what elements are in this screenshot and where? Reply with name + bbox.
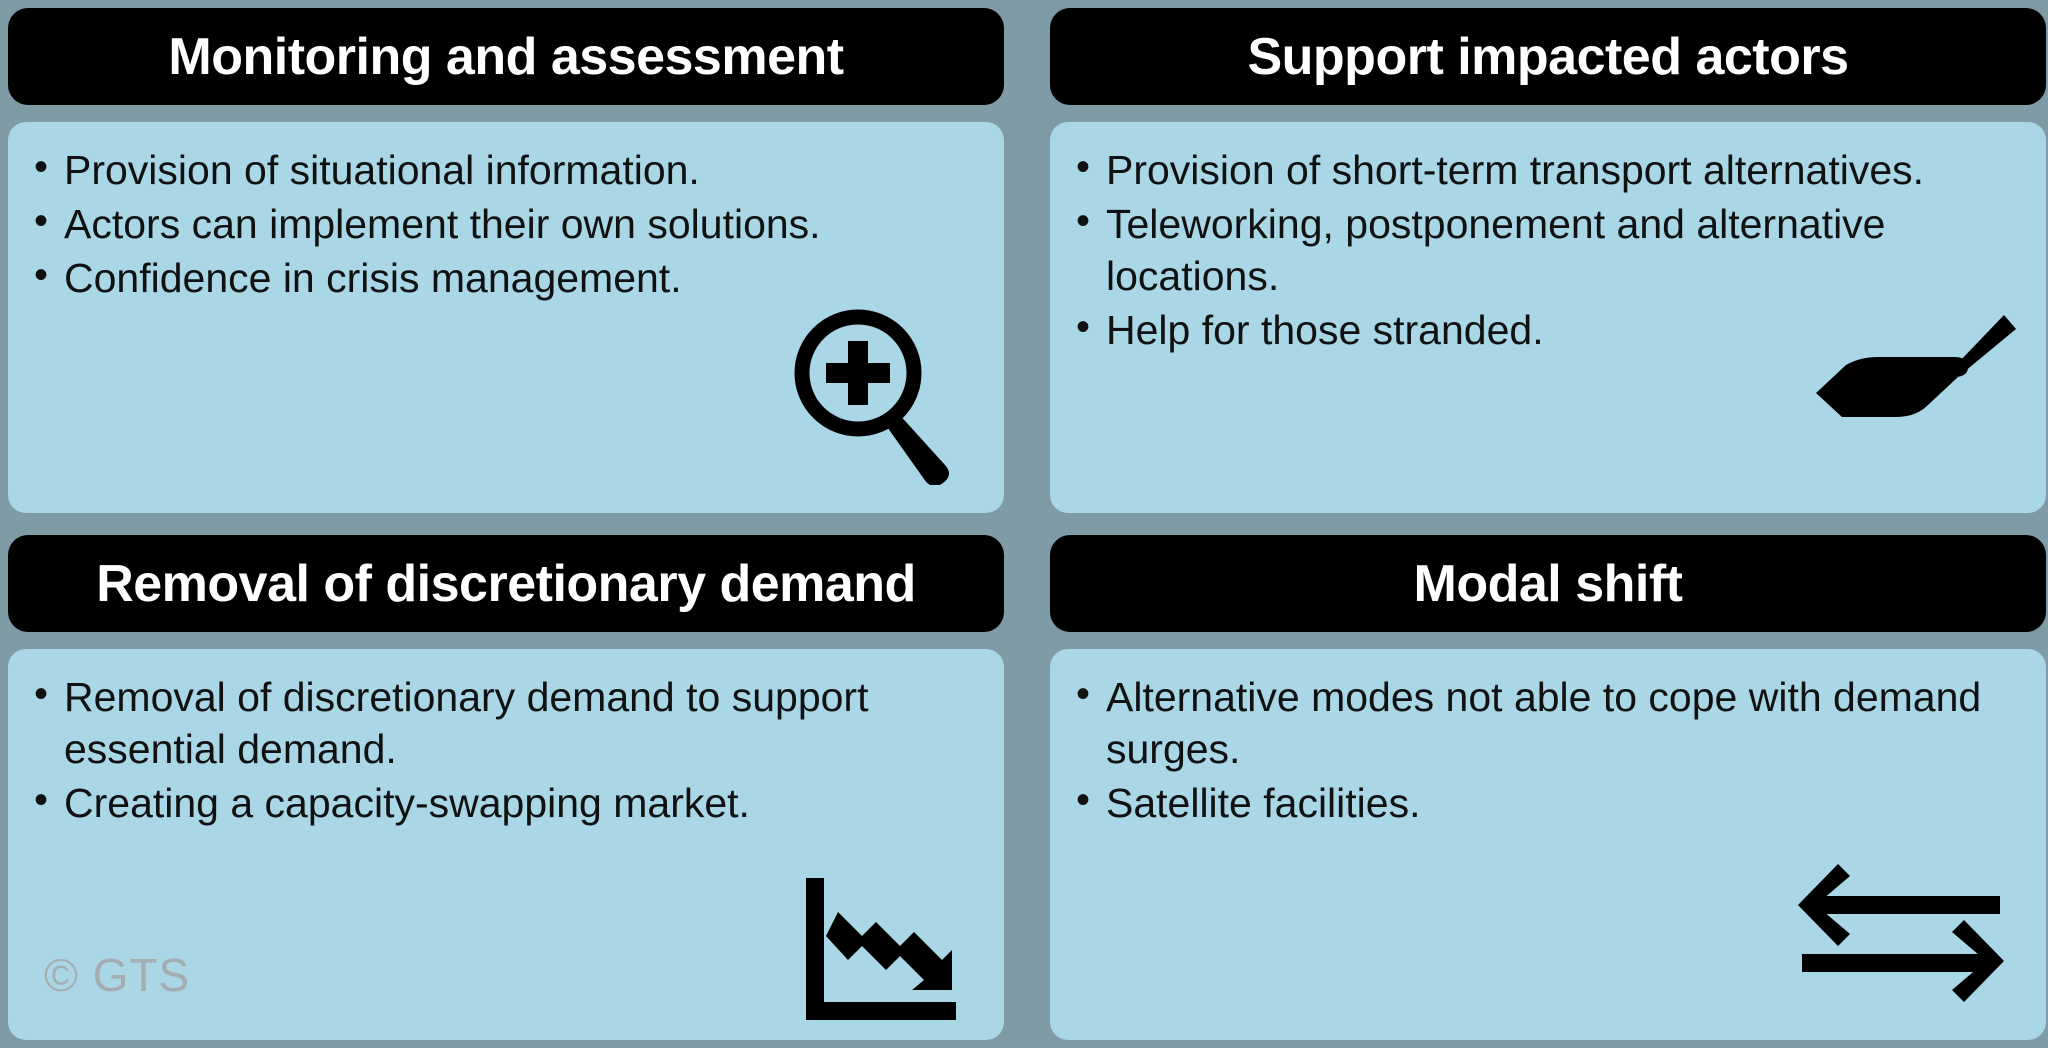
watermark: © GTS: [44, 949, 191, 1001]
panel-header: Removal of discretionary demand: [8, 535, 1004, 632]
magnifier-plus-icon: [790, 305, 970, 485]
list-item: Teleworking, postponement and alternativ…: [1072, 196, 2024, 302]
list-item: Help for those stranded.: [1072, 302, 2024, 356]
panel-title: Modal shift: [1413, 554, 1683, 613]
panel-modal-shift: Modal shift Alternative modes not able t…: [1050, 535, 2046, 1040]
list-item: Confidence in crisis management.: [30, 250, 982, 304]
list-item: Creating a capacity-swapping market.: [30, 775, 982, 829]
list-item: Actors can implement their own solutions…: [30, 196, 982, 250]
bullet-list: Alternative modes not able to cope with …: [1072, 669, 2024, 829]
panel-header: Modal shift: [1050, 535, 2046, 632]
panel-body: Removal of discretionary demand to suppo…: [8, 649, 1004, 1040]
panel-title: Monitoring and assessment: [168, 27, 844, 86]
panel-title: Support impacted actors: [1247, 27, 1849, 86]
list-item: Provision of short-term transport altern…: [1072, 142, 2024, 196]
two-way-arrows-icon: [1796, 858, 2006, 1008]
list-item: Provision of situational information.: [30, 142, 982, 196]
panel-body: Alternative modes not able to cope with …: [1050, 649, 2046, 1040]
list-item: Removal of discretionary demand to suppo…: [30, 669, 982, 775]
declining-chart-icon: [800, 874, 970, 1034]
panel-header: Monitoring and assessment: [8, 8, 1004, 105]
panel-support-impacted-actors: Support impacted actors Provision of sho…: [1050, 8, 2046, 513]
panel-header: Support impacted actors: [1050, 8, 2046, 105]
panel-title: Removal of discretionary demand: [96, 554, 916, 613]
bullet-list: Provision of short-term transport altern…: [1072, 142, 2024, 356]
bullet-list: Removal of discretionary demand to suppo…: [30, 669, 982, 829]
bullet-list: Provision of situational information. Ac…: [30, 142, 982, 304]
list-item: Alternative modes not able to cope with …: [1072, 669, 2024, 775]
list-item: Satellite facilities.: [1072, 775, 2024, 829]
panel-body: Provision of situational information. Ac…: [8, 122, 1004, 513]
panel-removal-of-discretionary-demand: Removal of discretionary demand Removal …: [8, 535, 1004, 1040]
panel-monitoring-and-assessment: Monitoring and assessment Provision of s…: [8, 8, 1004, 513]
panel-body: Provision of short-term transport altern…: [1050, 122, 2046, 513]
